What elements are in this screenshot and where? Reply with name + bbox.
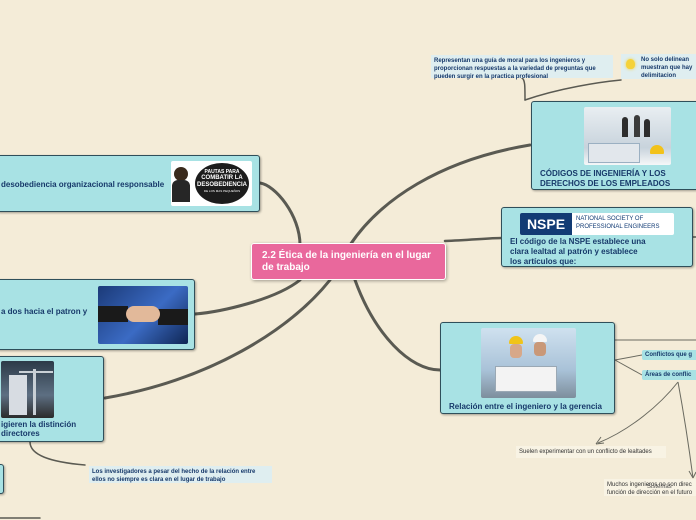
crane-icon: [33, 369, 36, 415]
engineers-image: [584, 107, 671, 165]
desobediencia-image: PAUTAS PARA COMBATIR LA DESOBEDIENCIA DE…: [171, 161, 252, 206]
blueprint-icon: [588, 143, 640, 163]
person-2-icon: [534, 342, 546, 356]
child-figure-icon: [174, 167, 188, 181]
hardhat-1-icon: [509, 336, 523, 344]
node-directores-label-1: igieren la distinción: [1, 420, 77, 429]
connector-directores-down: [29, 441, 86, 466]
node-codigos[interactable]: CÓDIGOS DE INGENIERÍA Y LOS DERECHOS DE …: [531, 101, 696, 190]
node-directores-label-2: directores: [1, 429, 40, 438]
child-body-icon: [172, 180, 190, 202]
building-image: [1, 361, 54, 418]
tag-conflictos[interactable]: Conflictos que g: [642, 350, 696, 360]
connector-directores: [103, 278, 332, 400]
person-1-icon: [510, 344, 522, 358]
node-relacion-label: Relación entre el ingeniero y la gerenci…: [449, 402, 602, 411]
arrow-note-3: [595, 436, 605, 445]
node-relacion[interactable]: Relación entre el ingeniero y la gerenci…: [440, 322, 615, 414]
helmet-icon: [650, 145, 664, 154]
image-text-3: DESOBEDIENCIA: [196, 182, 247, 188]
connector-codigos: [348, 143, 532, 247]
right-sleeve-icon: [158, 309, 188, 325]
hands-icon: [126, 306, 160, 322]
nspe-logo-mark: NSPE: [520, 213, 572, 235]
note-ingenieros-direccion: Muchos ingenieros no son direc función d…: [604, 479, 696, 496]
nspe-logo-line-2: PROFESSIONAL ENGINEERS: [576, 224, 660, 230]
engineer-3-icon: [644, 119, 650, 137]
handshake-image: [98, 286, 188, 344]
image-text-4: DE LOS MAS PEQUEÑOS: [203, 189, 241, 193]
nspe-logo: NSPE NATIONAL SOCIETY OF PROFESSIONAL EN…: [520, 213, 674, 235]
left-sleeve-icon: [98, 306, 128, 322]
tag-areas-conflicto[interactable]: Áreas de conflic: [642, 370, 696, 380]
node-nspe[interactable]: NSPE NATIONAL SOCIETY OF PROFESSIONAL EN…: [501, 207, 693, 267]
node-desobediencia[interactable]: desobediencia organizacional responsable…: [0, 155, 260, 212]
engineer-1-icon: [622, 117, 628, 137]
crane-arm-icon: [19, 371, 53, 373]
title-circle: PAUTAS PARA COMBATIR LA DESOBEDIENCIA DE…: [195, 163, 249, 204]
nspe-logo-line-1: NATIONAL SOCIETY OF: [576, 216, 644, 222]
connector-nspe: [443, 236, 504, 243]
central-title: 2.2 Ética de la ingeniería en el lugar d…: [262, 250, 431, 273]
central-topic[interactable]: 2.2 Ética de la ingeniería en el lugar d…: [251, 243, 446, 280]
node-patron-label: a dos hacia el patron y: [1, 307, 88, 316]
note-codigos-2: No solo delinean muestran que hay delimi…: [621, 54, 696, 79]
node-codigos-label: CÓDIGOS DE INGENIERÍA Y LOS DERECHOS DE …: [540, 169, 671, 188]
hardhat-2-icon: [533, 334, 547, 342]
node-directores[interactable]: igieren la distinción directores: [0, 356, 104, 442]
connector-desobediencia: [258, 181, 302, 247]
node-desobediencia-label: desobediencia organizacional responsable: [1, 180, 165, 189]
engineer-2-icon: [634, 115, 640, 137]
plans-icon: [495, 366, 557, 392]
connector-tag-1: [614, 354, 643, 361]
building-icon: [9, 375, 27, 415]
engineers-manager-image: [481, 328, 576, 398]
note-codigos-2-text: No solo delinean muestran que hay delimi…: [641, 57, 693, 79]
connector-patron: [193, 278, 302, 316]
connector-relacion: [353, 278, 442, 372]
node-nspe-label: El código de la NSPE establece una clara…: [510, 237, 646, 266]
connector-codigos-note2: [524, 79, 622, 101]
image-text-1: PAUTAS PARA: [204, 169, 240, 175]
connector-tag-2: [614, 359, 643, 376]
image-text-2: COMBATIR LA: [201, 175, 243, 181]
connector-codigos-note1: [521, 77, 526, 101]
note-ingenieros-direccion-text: Muchos ingenieros no son direc función d…: [607, 482, 693, 496]
note-overlap-text: Sistemas: [647, 484, 672, 490]
lightbulb-icon: [626, 59, 635, 69]
connector-note-4: [677, 381, 694, 479]
connector-note-3: [597, 381, 679, 444]
node-patron[interactable]: a dos hacia el patron y: [0, 279, 195, 350]
note-conflicto-lealtades: Suelen experimentar con un conflicto de …: [516, 446, 666, 458]
node-left-bottom-partial[interactable]: [0, 464, 4, 494]
note-codigos-1: Representan una guía de moral para los i…: [431, 55, 613, 80]
note-investigadores: Los investigadores a pesar del hecho de …: [89, 466, 272, 483]
